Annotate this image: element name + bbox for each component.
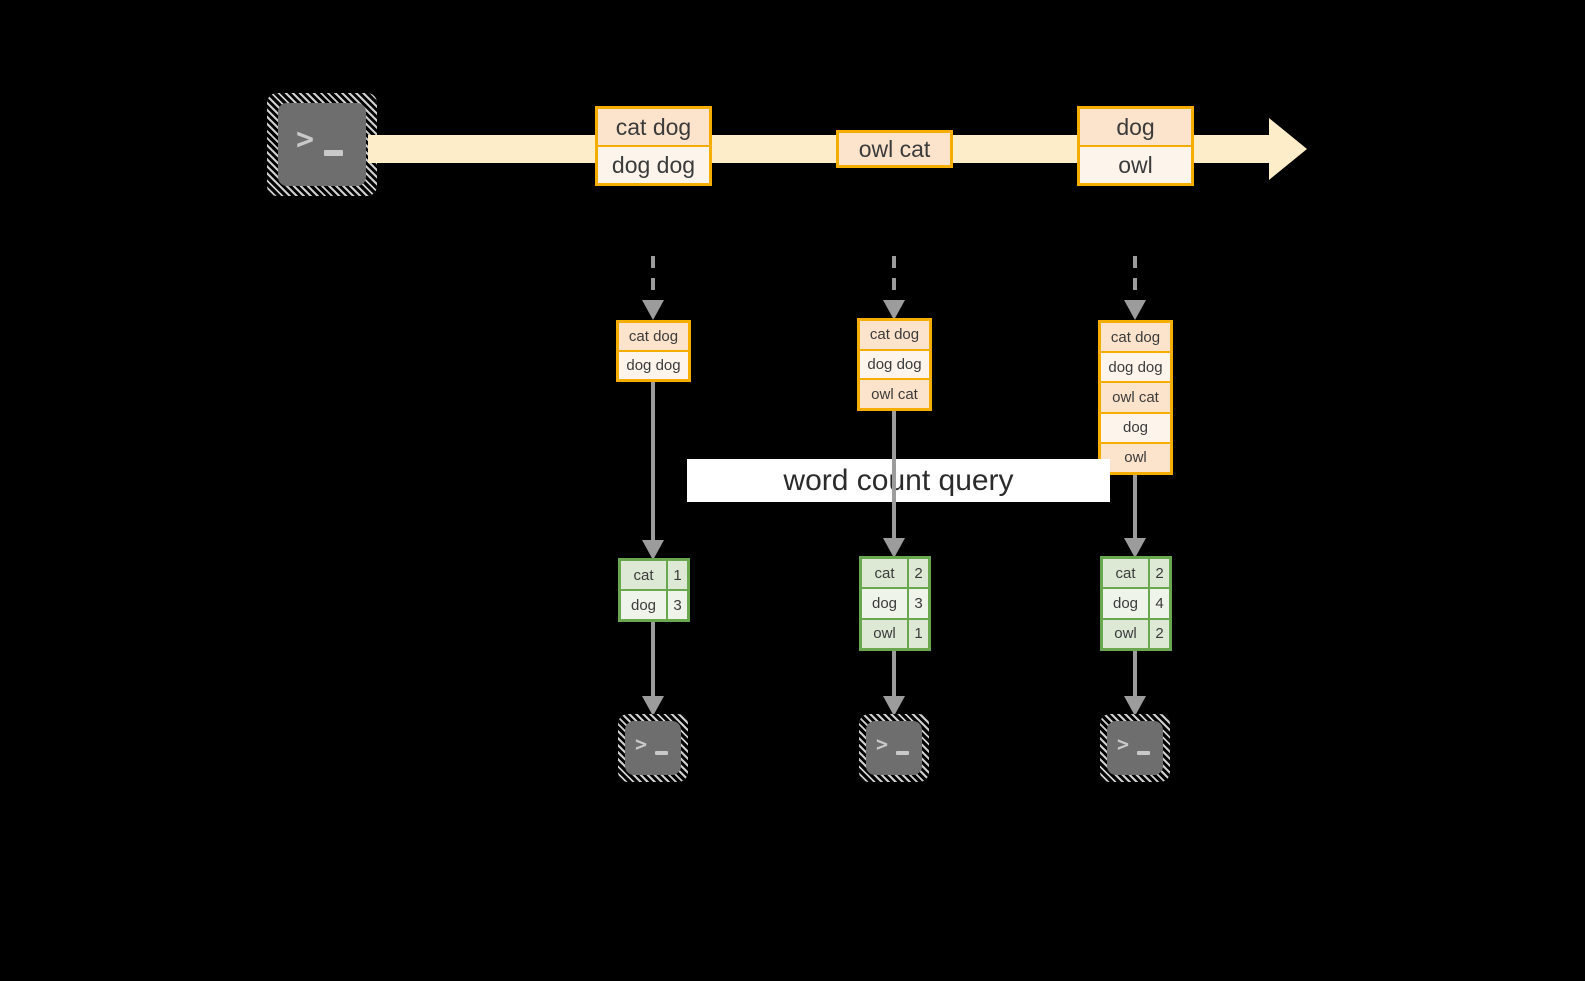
table-cell-word: owl [1103,619,1148,648]
stream-message-2: dog owl [1077,106,1194,186]
arrow-head-icon [642,696,664,716]
arrow-head-icon [1124,538,1146,558]
table-cell-count: 3 [666,591,687,619]
table-row: owl 1 [862,617,928,648]
snapshot-line: dog [1101,411,1170,442]
table-cell-count: 1 [666,561,687,589]
table-cell-word: dog [1103,589,1148,618]
snapshot-line: dog dog [1101,351,1170,382]
query-label: word count query [783,463,1014,497]
stream-message-line: owl [1080,145,1191,183]
terminal-face [278,103,366,186]
stream-message-line: dog dog [598,145,709,183]
result-table-2: cat 2 dog 4 owl 2 [1100,556,1172,651]
terminal-cursor-icon [655,751,668,755]
arrow-head-icon [883,300,905,320]
terminal-cursor-icon [324,150,343,156]
arrow-shaft [1133,475,1137,538]
snapshot-to-result-arrow-1 [880,411,908,558]
table-row: owl 2 [1103,617,1169,648]
arrow-head-icon [642,300,664,320]
stream-to-snapshot-arrow-2 [1121,256,1149,320]
result-table-1: cat 2 dog 3 owl 1 [859,556,931,651]
table-row: dog 4 [1103,587,1169,618]
result-table-0: cat 1 dog 3 [618,558,690,622]
table-cell-count: 2 [1148,619,1169,648]
stream-message-0: cat dog dog dog [595,106,712,186]
table-cell-count: 1 [907,619,928,648]
arrow-shaft [651,256,655,300]
snapshot-line: cat dog [860,321,929,349]
terminal-prompt-icon: > [876,732,889,756]
arrow-head-icon [642,540,664,560]
stream-message-line: owl cat [839,133,950,165]
table-row: cat 1 [621,561,687,589]
result-to-sink-arrow-0 [639,622,667,716]
table-row: cat 2 [1103,559,1169,588]
table-row: dog 3 [621,589,687,619]
terminal-prompt-icon: > [635,732,648,756]
query-label-band: word count query [687,459,1110,502]
terminal-face [1107,721,1163,775]
sink-terminal-icon-0: > [618,714,688,782]
terminal-cursor-icon [1137,751,1150,755]
table-cell-word: cat [621,561,666,589]
result-to-sink-arrow-1 [880,651,908,716]
snapshot-line: cat dog [1101,323,1170,352]
arrow-shaft [1133,256,1137,300]
table-cell-word: owl [862,619,907,648]
snapshot-to-result-arrow-0 [639,382,667,560]
stream-message-line: dog [1080,109,1191,145]
snapshot-to-result-arrow-2 [1121,475,1149,558]
sink-terminal-icon-2: > [1100,714,1170,782]
stream-ribbon-arrowhead [1269,118,1307,180]
arrow-head-icon [883,538,905,558]
snapshot-stack-1: cat dog dog dog owl cat [857,318,932,411]
sink-terminal-icon-1: > [859,714,929,782]
snapshot-line: dog dog [860,348,929,379]
snapshot-stack-0: cat dog dog dog [616,320,691,382]
snapshot-line: owl cat [1101,381,1170,412]
terminal-face [625,721,681,775]
table-row: cat 2 [862,559,928,588]
arrow-shaft [892,651,896,696]
snapshot-line: owl cat [860,378,929,409]
arrow-head-icon [883,696,905,716]
snapshot-stack-2: cat dog dog dog owl cat dog owl [1098,320,1173,475]
table-cell-count: 2 [907,559,928,588]
table-cell-count: 2 [1148,559,1169,588]
terminal-prompt-icon: > [296,122,315,157]
snapshot-line: dog dog [619,350,688,379]
arrow-head-icon [1124,696,1146,716]
source-terminal-icon: > [267,93,377,196]
snapshot-line: cat dog [619,323,688,350]
stream-to-snapshot-arrow-0 [639,256,667,320]
arrow-shaft [892,411,896,538]
table-cell-word: cat [1103,559,1148,588]
stream-message-1: owl cat [836,130,953,168]
table-cell-word: dog [862,589,907,618]
stream-message-line: cat dog [598,109,709,145]
arrow-head-icon [1124,300,1146,320]
table-cell-count: 4 [1148,589,1169,618]
terminal-prompt-icon: > [1117,732,1130,756]
terminal-face [866,721,922,775]
stream-to-snapshot-arrow-1 [880,256,908,320]
arrow-shaft [1133,651,1137,696]
table-cell-count: 3 [907,589,928,618]
arrow-shaft [892,256,896,300]
arrow-shaft [651,622,655,696]
terminal-cursor-icon [896,751,909,755]
table-cell-word: cat [862,559,907,588]
table-cell-word: dog [621,591,666,619]
table-row: dog 3 [862,587,928,618]
result-to-sink-arrow-2 [1121,651,1149,716]
arrow-shaft [651,382,655,540]
snapshot-line: owl [1101,441,1170,473]
